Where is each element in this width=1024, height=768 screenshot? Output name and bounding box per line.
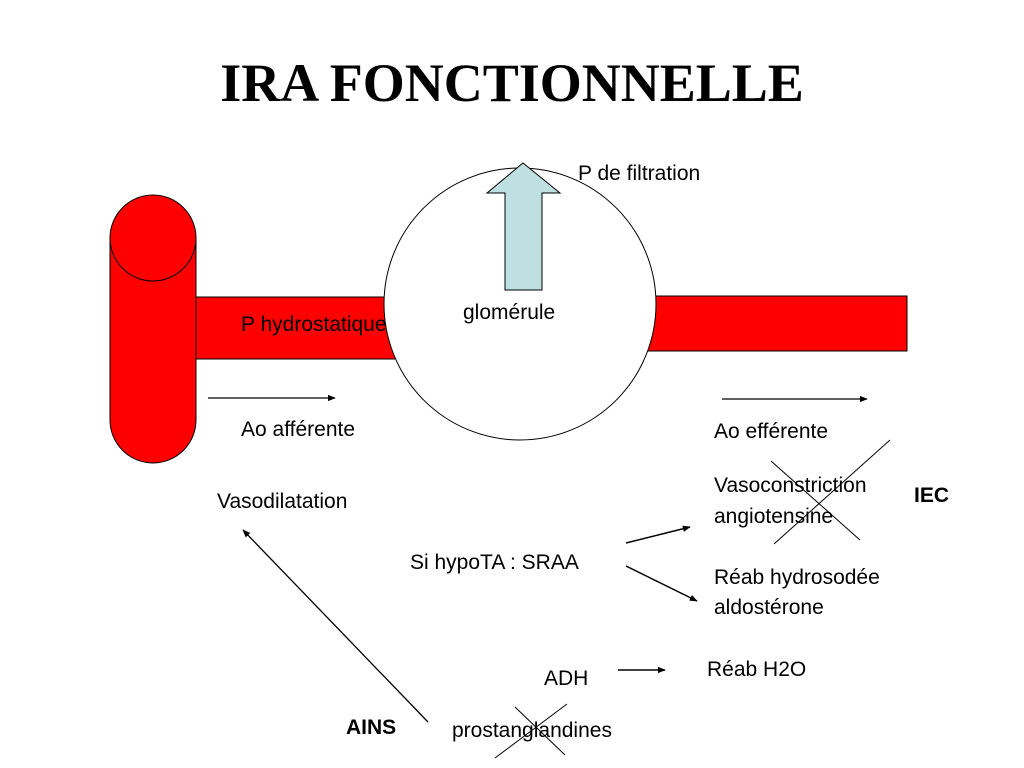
- reab-hydrosodee-label: Réab hydrosodée: [714, 566, 880, 589]
- efferent-vessel: [614, 295, 908, 352]
- vasoconstriction-label: Vasoconstriction: [714, 474, 867, 497]
- aorta-cylinder-top: [109, 194, 197, 282]
- prostaglandines-cross-mark: [494, 703, 568, 759]
- si-hypota-label: Si hypoTA : SRAA: [410, 551, 579, 574]
- vasodilatation-label: Vasodilatation: [217, 490, 348, 513]
- vasoconstriction-cross-mark: [770, 439, 891, 545]
- angiotensine-label: angiotensine: [714, 505, 834, 528]
- glomerule-label: glomérule: [463, 301, 556, 324]
- reab-h2o-label: Réab H2O: [707, 658, 807, 681]
- sraa-to-reab-arrow: [625, 565, 698, 602]
- aldosterone-label: aldostérone: [714, 596, 824, 619]
- sraa-to-vasoconstriction-arrow: [625, 525, 691, 544]
- ains-to-vasodilatation-arrow: [242, 529, 429, 723]
- prostaglandines-label: prostanglandines: [452, 719, 612, 742]
- ao-afferente-label: Ao afférente: [241, 418, 356, 441]
- afferent-vessel: [174, 296, 421, 360]
- page-title: IRA FONCTIONNELLE: [220, 53, 804, 113]
- iec-label: IEC: [914, 484, 950, 507]
- p-filtration-label: P de filtration: [578, 162, 701, 185]
- filtration-arrow: [485, 162, 562, 291]
- adh-label: ADH: [544, 667, 589, 690]
- aorta-cylinder: [109, 237, 197, 464]
- ains-label: AINS: [346, 716, 397, 739]
- ao-efferente-label: Ao efférente: [714, 420, 829, 443]
- p-hydrostatique-label: P hydrostatique: [241, 313, 387, 336]
